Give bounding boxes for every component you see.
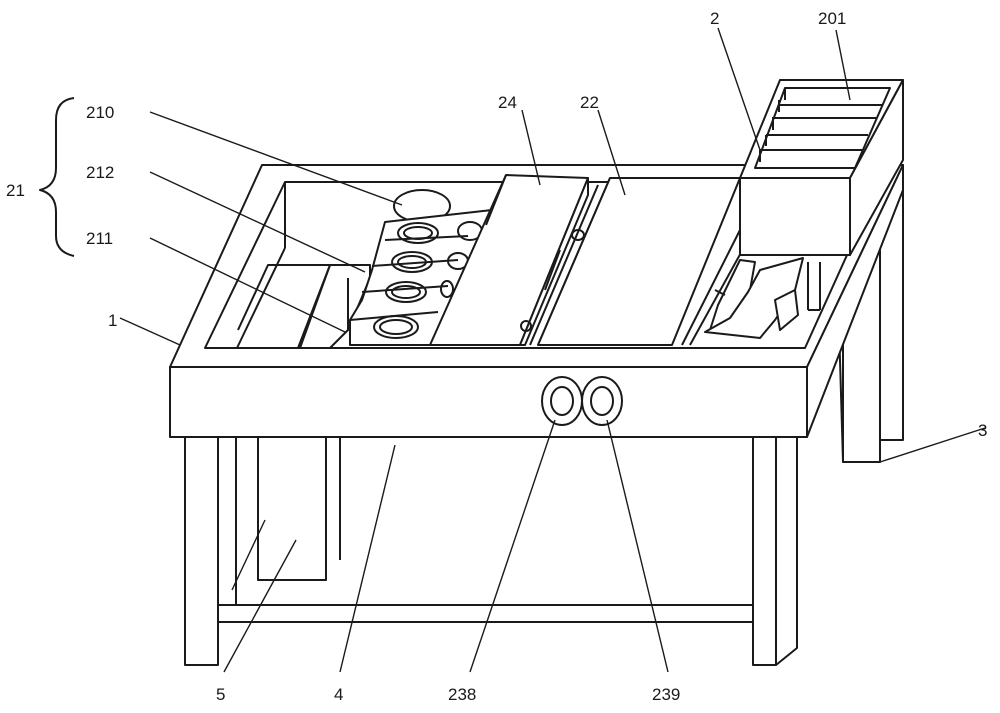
label-2: 2: [710, 9, 719, 28]
plate-24: [429, 174, 589, 346]
label-4: 4: [334, 685, 343, 704]
label-1: 1: [108, 311, 117, 330]
tray-channel: [297, 264, 371, 349]
label-210: 210: [86, 103, 114, 122]
knob-238: [541, 376, 583, 426]
label-5: 5: [216, 685, 225, 704]
label-212: 212: [86, 163, 114, 182]
knob-239: [581, 376, 623, 426]
label-3: 3: [978, 421, 987, 440]
leader-lines: [119, 27, 986, 673]
label-211: 211: [86, 229, 113, 248]
plate-22: [537, 177, 741, 346]
label-24: 24: [498, 93, 517, 112]
label-239: 239: [652, 685, 680, 704]
label-21: 21: [6, 181, 25, 200]
label-201: 201: [818, 9, 846, 28]
box-5: [257, 436, 341, 581]
label-22: 22: [580, 93, 599, 112]
label-238: 238: [448, 685, 476, 704]
chute: [681, 229, 821, 346]
inner-wall-left: [236, 182, 330, 349]
hopper-2: [739, 79, 904, 256]
legs-base: [184, 436, 798, 666]
brace-21: [39, 97, 75, 257]
